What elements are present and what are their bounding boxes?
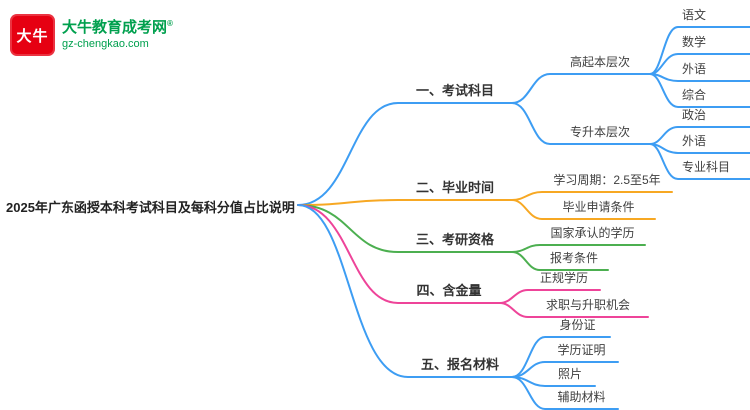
leaf-politics: 政治: [682, 108, 707, 122]
connector-comprehensive: [649, 73, 750, 108]
node-study-period: 学习周期：2.5至5年: [553, 173, 661, 187]
connector-study-period: [511, 191, 673, 201]
connector-major-subject: [649, 143, 750, 180]
connector-gaoqiben: [511, 73, 651, 104]
leaf-chinese: 语文: [682, 8, 707, 22]
node-state-recognized-degree: 国家承认的学历: [550, 226, 635, 240]
node-job-promotion-opportunities: 求职与升职机会: [545, 298, 630, 312]
logo-title-text: 大牛教育成考网: [62, 19, 168, 36]
node-supporting-materials: 辅助材料: [557, 390, 606, 404]
node-formal-degree: 正规学历: [539, 271, 588, 285]
logo-badge-text: 大牛: [16, 27, 49, 45]
leaf-math: 数学: [682, 35, 707, 49]
node-id-card: 身份证: [559, 318, 596, 332]
leaf-comprehensive: 综合: [682, 88, 707, 102]
connector-application-conditions: [511, 251, 609, 271]
leaf-foreign-language-2: 外语: [682, 134, 707, 148]
connector-branch-materials: [297, 204, 513, 378]
connector-branch-graduation-time: [297, 199, 513, 206]
node-graduation-application-conditions: 毕业申请条件: [562, 200, 635, 214]
node-zhuanshengben-level: 专升本层次: [569, 125, 630, 139]
site-logo: 大牛 大牛教育成考网® gz-chengkao.com: [10, 14, 173, 56]
connector-supporting-materials: [511, 376, 619, 410]
leaf-foreign-language-1: 外语: [682, 62, 707, 76]
leaf-major-subject: 专业科目: [682, 160, 731, 174]
connector-branch-degree-value: [297, 204, 501, 304]
central-topic: 2025年广东函授本科考试科目及每科分值占比说明: [6, 200, 295, 215]
node-application-conditions: 报考条件: [549, 251, 598, 265]
branch-application-materials: 五、报名材料: [420, 357, 499, 372]
logo-subtitle: gz-chengkao.com: [62, 38, 149, 50]
logo-badge-icon: 大牛: [10, 14, 55, 56]
branch-degree-value: 四、含金量: [416, 283, 482, 298]
connector-zhuanshengben: [511, 102, 651, 145]
logo-title: 大牛教育成考网®: [62, 14, 173, 37]
connector-job-opportunities: [499, 302, 649, 318]
registered-mark: ®: [167, 19, 173, 28]
logo-text: 大牛教育成考网® gz-chengkao.com: [62, 14, 173, 52]
node-education-certificate: 学历证明: [557, 343, 606, 357]
connector-graduation-conditions: [511, 199, 656, 220]
node-photo: 照片: [557, 367, 582, 381]
connector-branch-exam-subjects: [297, 102, 513, 206]
branch-postgrad-eligibility: 三、考研资格: [415, 232, 494, 247]
node-gaoqiben-level: 高起本层次: [569, 55, 630, 69]
connector-branch-postgrad: [297, 204, 513, 253]
branch-graduation-time: 二、毕业时间: [415, 180, 494, 195]
branch-exam-subjects: 一、考试科目: [415, 83, 494, 98]
